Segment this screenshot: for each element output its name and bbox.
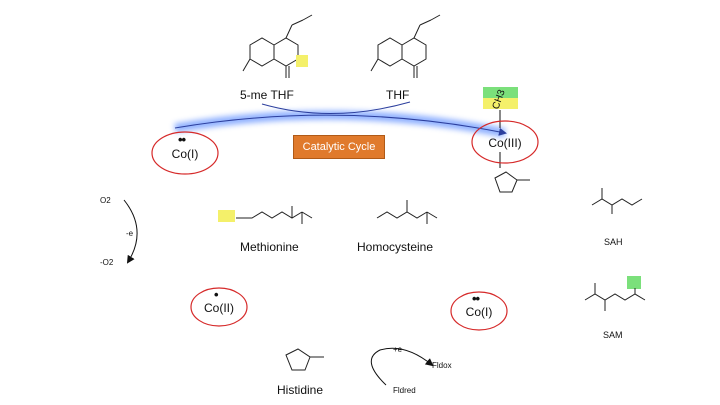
homocysteine-structure <box>376 200 438 224</box>
radical-dots-top: •• <box>178 132 186 147</box>
methyl-highlight-green <box>483 87 518 98</box>
methionine-methyl-highlight <box>218 210 235 222</box>
circle-co-i-top <box>151 131 219 175</box>
label-co-i-top: Co(I) <box>171 147 199 161</box>
catalytic-cycle-label: Catalytic Cycle <box>293 135 385 159</box>
circle-co-ii <box>190 287 248 327</box>
label-co-i-bottom: Co(I) <box>465 305 493 319</box>
label-5-me-thf: 5-me THF <box>240 88 294 102</box>
label-minus-e: -e <box>126 229 134 238</box>
methyl-highlight-yellow-2 <box>483 98 518 109</box>
histidine-structure <box>285 348 324 371</box>
radical-dot-co-ii: • <box>214 287 218 302</box>
label-sam: SAM <box>603 330 623 340</box>
label-homocysteine: Homocysteine <box>357 240 434 254</box>
thf-structure <box>370 14 441 78</box>
circle-co-iii <box>471 120 539 164</box>
label-co-iii: Co(III) <box>488 136 522 150</box>
circle-co-i-bottom <box>450 291 508 331</box>
label-plus-e: +e <box>393 345 403 354</box>
flavodoxin-arrow <box>370 347 434 386</box>
label-sah: SAH <box>604 237 623 247</box>
cycle-arc <box>174 114 507 136</box>
label-fld-ox: Fldox <box>432 361 452 370</box>
label-histidine: Histidine <box>277 383 324 397</box>
methyl-highlight-yellow <box>296 55 308 67</box>
label-o2: O2 <box>100 196 111 205</box>
methionine-structure <box>236 206 313 224</box>
sah-structure <box>591 188 643 214</box>
five-me-thf-structure <box>242 14 313 78</box>
imidazole-ring-top <box>494 171 530 193</box>
label-methionine: Methionine <box>240 240 299 254</box>
radical-dots-bottom: •• <box>472 291 480 306</box>
label-co-ii: Co(II) <box>204 301 234 315</box>
label-thf: THF <box>386 88 410 102</box>
oxygen-arrow <box>123 199 138 264</box>
thf-return-arc <box>261 101 411 115</box>
label-minus-o2: -O2 <box>100 258 114 267</box>
label-fld-red: Fldred <box>393 386 416 395</box>
sam-structure <box>584 283 646 311</box>
sam-methyl-highlight <box>627 276 641 289</box>
